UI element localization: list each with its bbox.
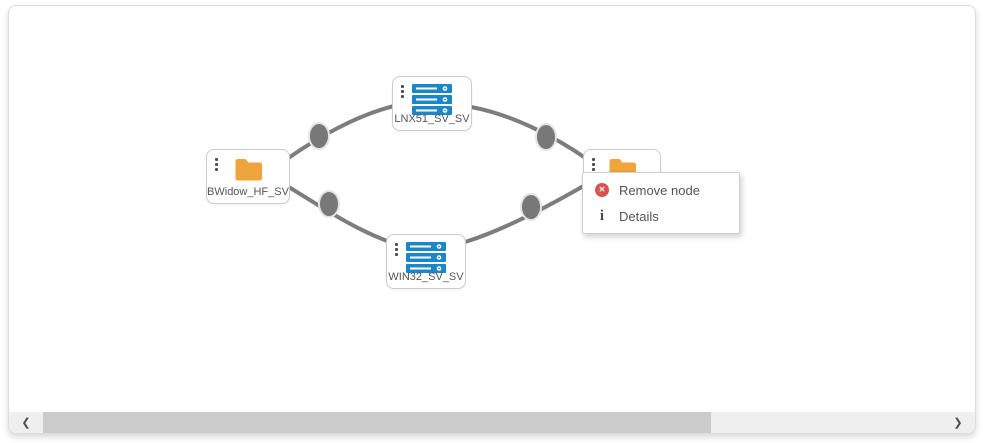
edge-connector-dot (318, 190, 340, 218)
node-label: LNX51_SV_SV (394, 113, 470, 125)
scroll-left-button[interactable]: ❮ (9, 412, 43, 433)
node-context-menu: ✕ Remove node i Details (582, 172, 740, 234)
node-label: WIN32_SV_SV (388, 271, 464, 283)
remove-icon: ✕ (595, 183, 609, 197)
node-menu-button[interactable] (400, 84, 405, 99)
topology-edges-layer (285, 104, 589, 244)
server-icon (387, 242, 465, 273)
node-bwidow-hf-sv[interactable]: BWidow_HF_SV (206, 149, 290, 204)
server-icon (393, 84, 471, 115)
menu-item-label: Details (619, 208, 659, 224)
chevron-left-icon: ❮ (21, 417, 31, 429)
edge-connector-dot (520, 193, 542, 221)
menu-item-details[interactable]: i Details (583, 203, 739, 229)
horizontal-scrollbar: ❮ ❯ (9, 412, 975, 433)
edge-bwidow-lnx51 (285, 104, 396, 161)
node-win32-sv-sv[interactable]: WIN32_SV_SV (386, 234, 466, 289)
node-menu-button[interactable] (214, 157, 219, 172)
edge-connector-dot (535, 123, 557, 151)
menu-item-remove-node[interactable]: ✕ Remove node (583, 177, 739, 203)
edge-lnx51-rightnode (469, 105, 589, 161)
info-icon: i (599, 208, 605, 224)
edge-bwidow-win32 (285, 184, 392, 244)
scrollbar-thumb[interactable] (43, 412, 711, 433)
edge-connector-dot (308, 122, 330, 150)
scrollbar-track[interactable] (43, 412, 941, 433)
node-lnx51-sv-sv[interactable]: LNX51_SV_SV (392, 76, 472, 131)
chevron-right-icon: ❯ (953, 417, 963, 429)
node-menu-button[interactable] (591, 157, 596, 172)
scroll-right-button[interactable]: ❯ (941, 412, 975, 433)
node-label: BWidow_HF_SV (207, 186, 289, 198)
diagram-canvas[interactable]: LNX51_SV_SV BWidow_HF_SV WIN32_SV_SV (8, 5, 976, 434)
menu-item-label: Remove node (619, 182, 700, 198)
folder-icon (207, 157, 289, 181)
node-menu-button[interactable] (394, 242, 399, 257)
